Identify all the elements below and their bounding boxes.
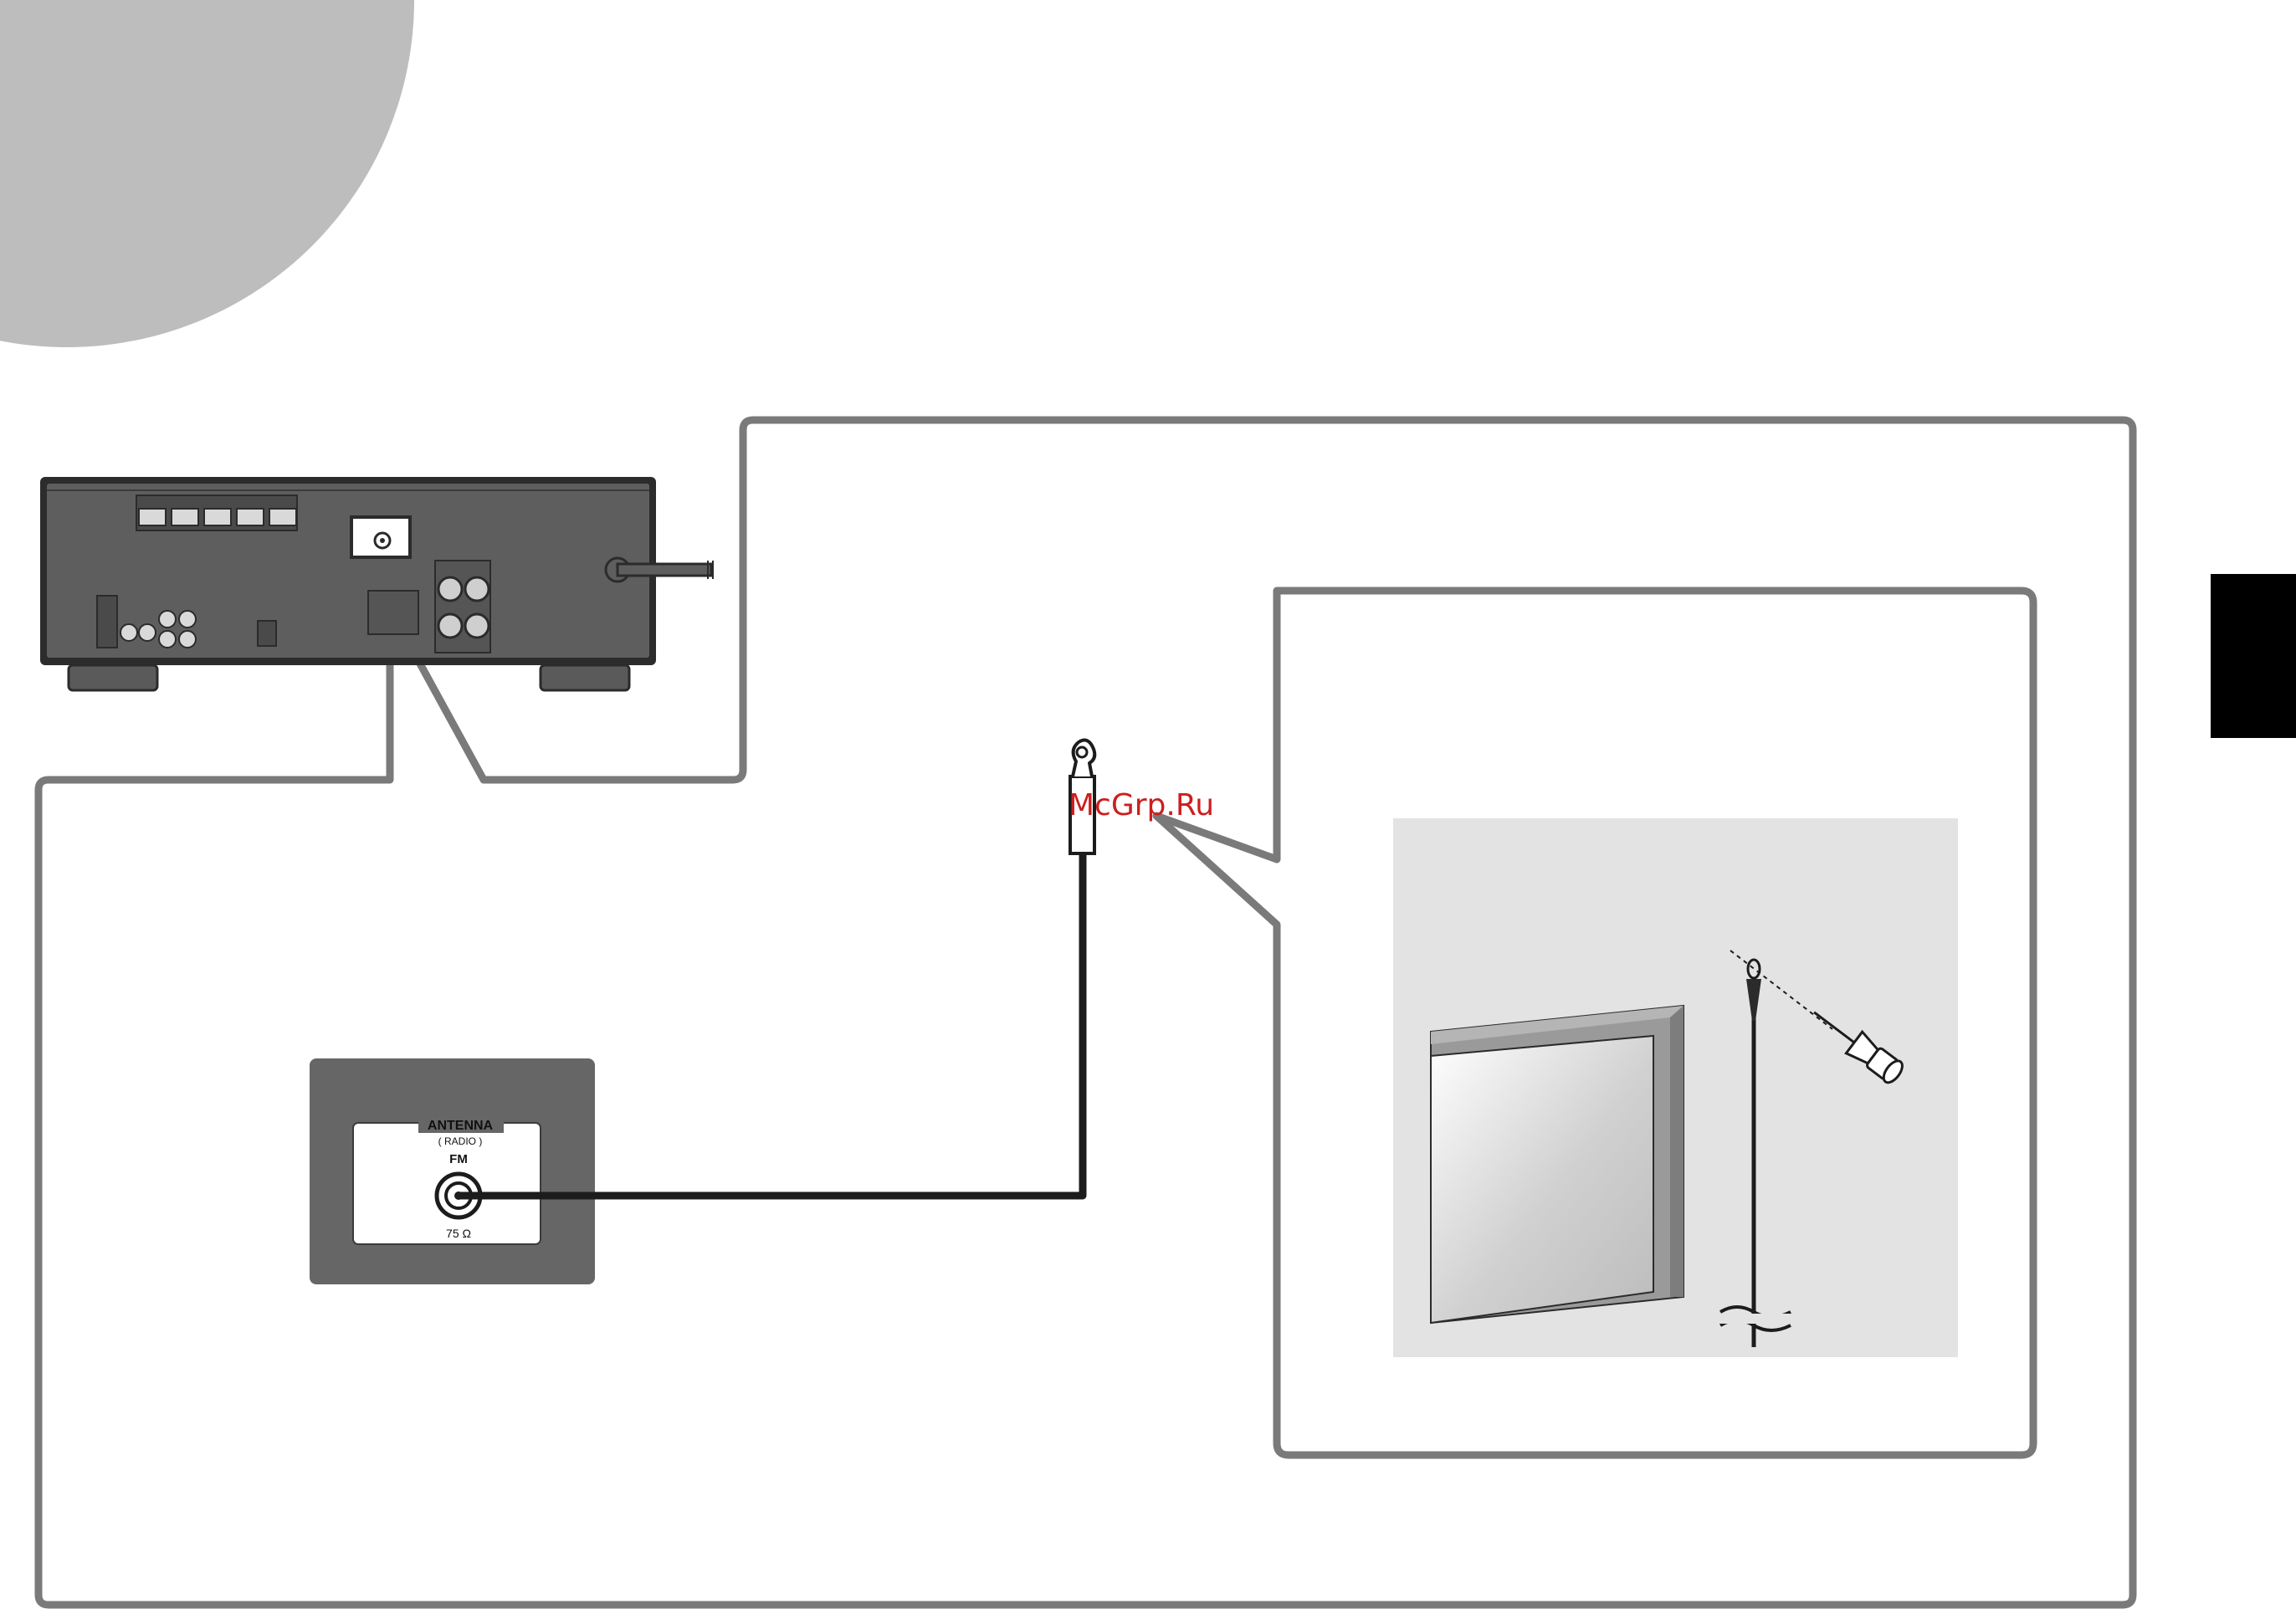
wall-mounting-illustration [1393,818,1958,1357]
antenna-jack-impedance-label: 75 Ω [446,1227,471,1240]
window-glass [1431,1036,1653,1323]
antenna-jack-subtitle: ( RADIO ) [438,1135,483,1147]
page-tab-marker [2211,574,2296,738]
antenna-jack-panel: ANTENNA ( RADIO ) FM 75 Ω [310,1058,595,1284]
hdmi-port-group [136,495,297,530]
antenna-jack-title: ANTENNA [428,1119,494,1133]
watermark-text: McGrp.Ru [1069,788,1214,822]
antenna-hanging-loop-icon [1073,740,1094,776]
receiver-rear-panel [40,477,713,690]
antenna-jack-band-label: FM [449,1152,468,1166]
receiver-foot-left [69,665,157,690]
corner-decoration-circle [0,0,414,347]
rear-antenna-jack-highlight [351,517,410,557]
power-cord [606,558,713,582]
receiver-foot-right [541,665,629,690]
